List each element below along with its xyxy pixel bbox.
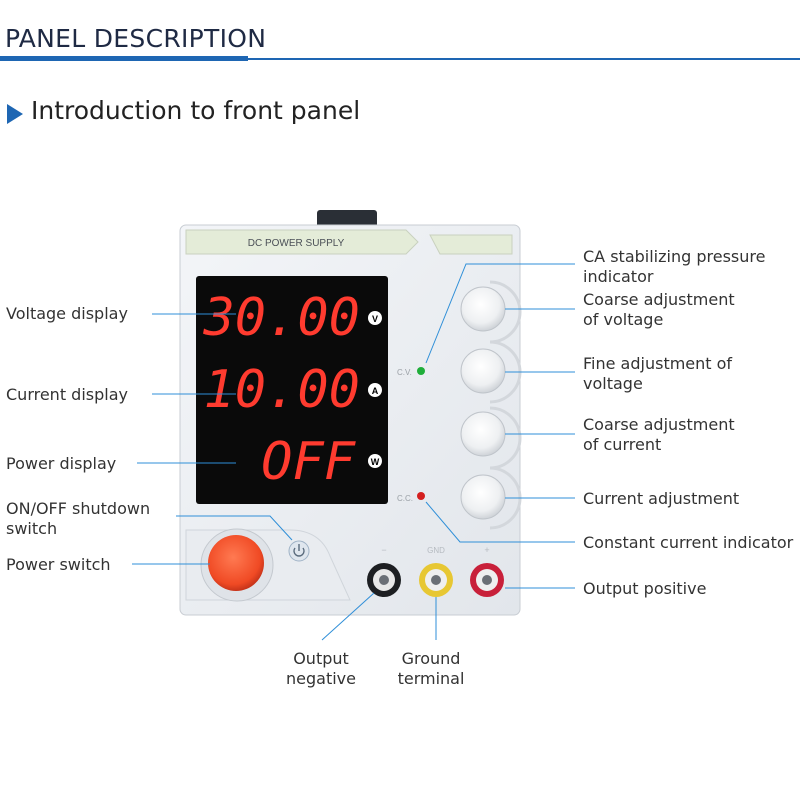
knob-fine-current [460, 474, 506, 520]
leader-ca-indicator [425, 263, 575, 364]
gnd-mark: GND [427, 546, 445, 555]
label-output-positive: Output positive [583, 579, 707, 598]
page-header-title: PANEL DESCRIPTION [5, 24, 267, 53]
power-readout: OFF [261, 432, 357, 492]
header-divider-accent [0, 56, 248, 61]
header-divider [0, 58, 800, 60]
label-current-adjustment: Current adjustment [583, 489, 740, 508]
unit-a-badge [368, 383, 382, 397]
label-power-display: Power display [6, 454, 117, 473]
label-coarse-voltage: Coarse adjustment of voltage [583, 290, 735, 329]
brand-plate-text: DC POWER SUPPLY [248, 238, 345, 249]
cv-mark: C.V. [397, 368, 412, 377]
label-ca-indicator: CA stabilizing pressure indicator [583, 247, 766, 286]
voltage-readout: 30.00 [202, 288, 360, 348]
label-output-negative: Output negative [286, 649, 356, 688]
power-button [208, 535, 264, 591]
knob-coarse-voltage [460, 286, 506, 332]
power-symbol-icon [293, 547, 305, 557]
label-cc-indicator: Constant current indicator [583, 533, 794, 552]
cv-indicator-led [417, 367, 425, 375]
knob-fine-voltage [460, 348, 506, 394]
label-power-switch: Power switch [6, 555, 111, 574]
leader-cc-indicator [425, 501, 575, 543]
plus-mark: + [484, 545, 489, 555]
led-display-panel [196, 276, 388, 504]
knob-coarse-current [460, 411, 506, 457]
label-onoff-switch: ON/OFF shutdown switch [6, 499, 151, 538]
unit-a-text: A [372, 386, 379, 396]
knob-bracket-current [489, 406, 522, 530]
section-title: Introduction to front panel [31, 96, 361, 125]
cc-indicator-led [417, 492, 425, 500]
unit-w-badge [368, 454, 382, 468]
label-coarse-current: Coarse adjustment of current [583, 415, 735, 454]
label-voltage-display: Voltage display [6, 304, 128, 323]
leader-onoff-switch [176, 515, 293, 541]
knob-bracket-voltage [489, 280, 522, 404]
unit-v-text: V [372, 314, 378, 324]
current-readout: 10.00 [203, 360, 360, 420]
unit-w-text: W [371, 457, 380, 467]
cc-mark: C.C. [397, 494, 413, 503]
leader-output-negative [321, 592, 375, 641]
label-ground-terminal: Ground terminal [397, 649, 465, 688]
label-current-display: Current display [6, 385, 128, 404]
unit-v-badge [368, 311, 382, 325]
brand-plate [185, 229, 419, 255]
minus-mark: − [381, 545, 386, 555]
section-play-icon [7, 104, 23, 124]
side-plate [429, 234, 513, 255]
label-fine-voltage: Fine adjustment of voltage [583, 354, 733, 393]
